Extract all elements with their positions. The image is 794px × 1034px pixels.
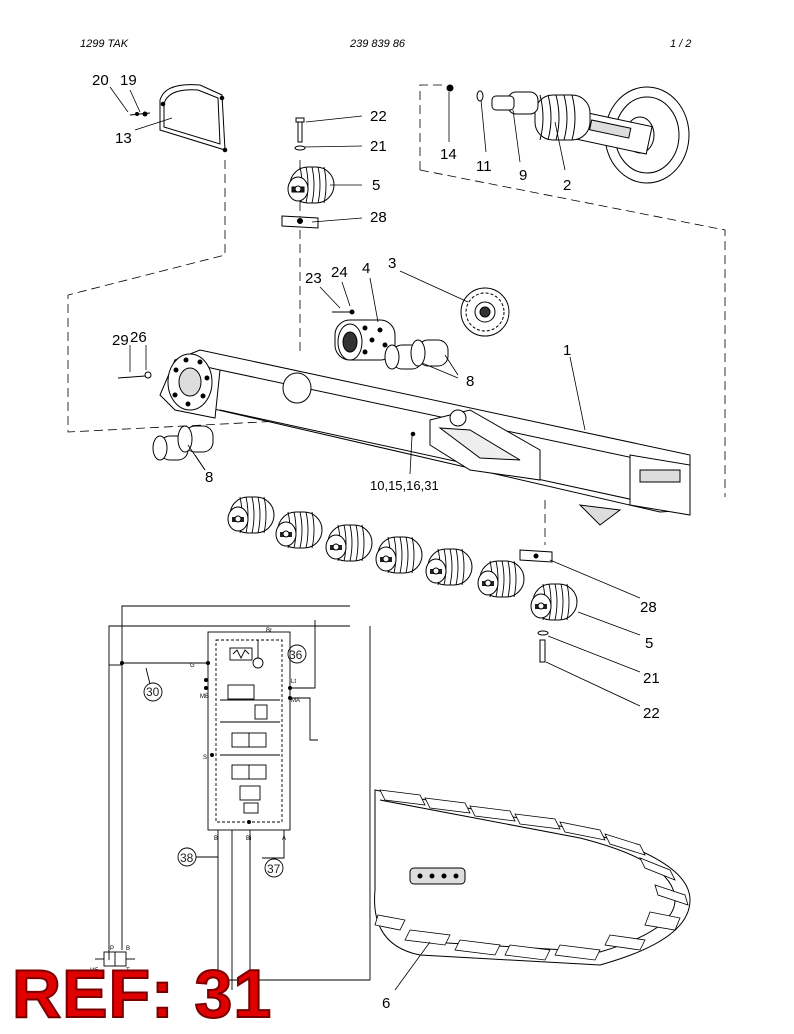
header-page-number: 1 / 2 bbox=[670, 38, 692, 50]
sprocket-hub bbox=[332, 309, 396, 361]
callout-5-top: 5 bbox=[372, 177, 380, 194]
circled-ref-30: 30 bbox=[146, 685, 160, 699]
hydraulic-schematic bbox=[95, 605, 371, 990]
callout-8-right: 8 bbox=[466, 373, 474, 390]
callout-2: 2 bbox=[563, 177, 571, 194]
callout-23: 23 bbox=[305, 270, 322, 287]
track-rollers bbox=[227, 496, 578, 663]
schematic-dots bbox=[120, 661, 292, 824]
circled-ref-markers bbox=[143, 644, 307, 878]
callout-5-bottom: 5 bbox=[645, 635, 653, 652]
header-part-number: 239 839 86 bbox=[350, 38, 406, 50]
schematic-label-bi: Bi bbox=[246, 836, 251, 842]
schematic-label-a: A bbox=[282, 836, 286, 842]
drive-sprocket bbox=[460, 287, 510, 337]
reference-stamp: REF: 31 bbox=[11, 956, 273, 1032]
callout-13: 13 bbox=[115, 130, 132, 147]
track-frame bbox=[117, 349, 691, 526]
schematic-label-g: G bbox=[190, 663, 195, 669]
header-model: 1299 TAK bbox=[80, 38, 129, 50]
circled-ref-37: 37 bbox=[267, 862, 281, 876]
callout-22-top: 22 bbox=[370, 108, 387, 125]
callout-22-bottom: 22 bbox=[643, 705, 660, 722]
callout-14: 14 bbox=[440, 146, 457, 163]
top-carrier-roller bbox=[281, 117, 335, 229]
schematic-label-mb: MB bbox=[200, 694, 209, 700]
callout-28-top: 28 bbox=[370, 209, 387, 226]
schematic-label-ma: MA bbox=[291, 698, 300, 704]
schematic-label-valve-b: B bbox=[126, 946, 130, 952]
callout-3: 3 bbox=[388, 255, 396, 272]
schematic-label-lt: Lt bbox=[291, 679, 296, 685]
callout-10-15-16-31: 10,15,16,31 bbox=[370, 478, 439, 493]
callout-6: 6 bbox=[382, 995, 390, 1012]
schematic-label-b: B bbox=[214, 836, 218, 842]
schematic-label-code: I45 bbox=[90, 968, 99, 974]
track-chain bbox=[374, 789, 691, 966]
callout-9: 9 bbox=[519, 167, 527, 184]
callout-21-bottom: 21 bbox=[643, 670, 660, 687]
callout-11: 11 bbox=[476, 158, 492, 175]
callout-1: 1 bbox=[563, 342, 571, 359]
schematic-label-s: S bbox=[203, 755, 207, 761]
callout-28-bottom: 28 bbox=[640, 599, 657, 616]
circled-ref-36: 36 bbox=[289, 648, 303, 662]
callout-19: 19 bbox=[120, 72, 137, 89]
schematic-label-p: P bbox=[110, 946, 114, 952]
bushings-left bbox=[152, 425, 214, 461]
callout-4: 4 bbox=[362, 260, 370, 277]
callout-8-left: 8 bbox=[205, 469, 213, 486]
schematic-label-t: T bbox=[126, 968, 130, 974]
callout-29: 29 bbox=[112, 332, 129, 349]
schematic-label-br: Br bbox=[266, 628, 272, 634]
circled-ref-38: 38 bbox=[180, 851, 194, 865]
callout-26: 26 bbox=[130, 329, 147, 346]
sprocket-cover bbox=[129, 84, 228, 153]
leader-lines bbox=[109, 86, 641, 991]
idler-assembly bbox=[446, 84, 690, 184]
callout-21-top: 21 bbox=[370, 138, 387, 155]
callout-20: 20 bbox=[92, 72, 109, 89]
callout-24: 24 bbox=[331, 264, 348, 281]
bushings-right bbox=[384, 339, 449, 370]
